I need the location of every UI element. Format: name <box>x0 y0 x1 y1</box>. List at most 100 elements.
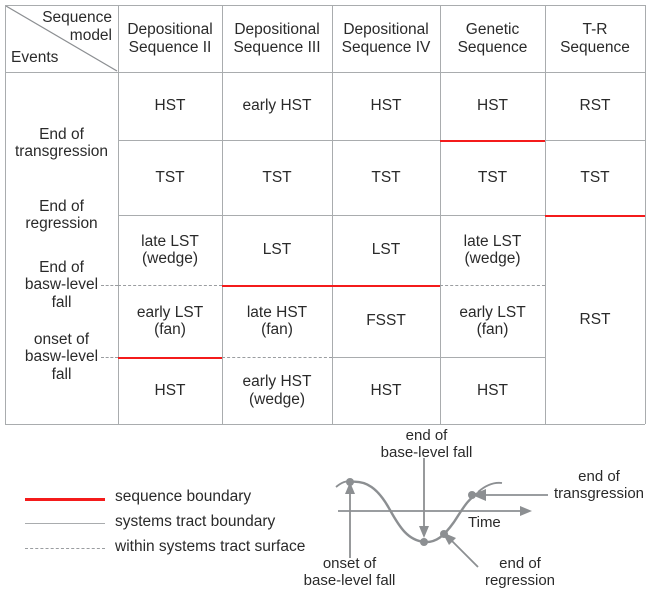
time-label-text: Time <box>468 514 501 531</box>
cell-line1: early HST <box>242 97 312 115</box>
legend-swatch-sequence-boundary <box>25 498 105 501</box>
column-divider-2 <box>222 5 223 424</box>
table-border-bottom <box>5 424 645 425</box>
boundary-end-of-regression-col4 <box>440 215 545 216</box>
col-head-line1: Depositional <box>343 20 429 38</box>
boundary-end-of-regression-col2 <box>222 215 332 216</box>
boundary-end-of-regression-col1 <box>118 215 222 216</box>
boundary-end-of-regression-col3 <box>332 215 440 216</box>
arrow-end-of-transgression <box>472 489 548 501</box>
cell-line2: (fan) <box>154 321 186 338</box>
cell-line2: (wedge) <box>464 250 521 267</box>
cell-line1: TST <box>262 168 292 186</box>
base-level-curve-diagram: Time end of base-level fall end of trans… <box>304 427 650 595</box>
time-axis <box>338 506 532 516</box>
table-cell: FSST <box>332 285 440 357</box>
table-cell: LST <box>332 215 440 285</box>
boundary-end-of-transgression-col3 <box>332 140 440 141</box>
table-cell: HST <box>332 72 440 140</box>
cell-line1: HST <box>477 381 508 399</box>
curve-right-tail <box>477 481 503 493</box>
table-cell: late LST(wedge) <box>118 215 222 285</box>
event-line1: onset of <box>33 330 90 348</box>
table-cell: HST <box>440 72 545 140</box>
corner-col-line1: Sequence <box>42 9 112 26</box>
corner-column-header-label: Sequence model <box>42 9 112 44</box>
column-divider-5 <box>545 5 546 424</box>
label-line2: base-level fall <box>303 572 396 590</box>
cell-line1: early LST <box>136 303 204 321</box>
base-level-curve-svg <box>335 458 548 568</box>
diagram-label-end-of-base-level-fall: end of base-level fall <box>364 427 489 461</box>
table-cell: HST <box>440 357 545 424</box>
table-border-left <box>5 5 6 424</box>
col-head-line2: Sequence III <box>233 38 321 56</box>
cell-line1: FSST <box>366 312 406 330</box>
boundary-end-of-base-level-fall-col4-within-surface <box>440 285 545 286</box>
table-cell: TST <box>545 140 645 215</box>
cell-line1: TST <box>580 168 610 186</box>
corner-diagonal-icon <box>5 5 118 72</box>
diagram-label-end-of-regression: end of regression <box>472 555 568 589</box>
event-line2: basw-level <box>24 276 99 294</box>
arrow-onset-of-base-level-fall <box>345 482 355 558</box>
column-divider-3 <box>332 5 333 424</box>
cell-line1: HST <box>370 97 402 115</box>
boundary-onset-of-base-level-fall-col4 <box>440 357 545 358</box>
event-line1: End of <box>39 125 84 143</box>
cell-line1: TST <box>371 168 401 186</box>
table-cell: late LST(wedge) <box>440 215 545 285</box>
cell-line2: (fan) <box>476 321 509 338</box>
table-cell: late HST(fan) <box>222 285 332 357</box>
col-head-line1: Depositional <box>234 20 320 38</box>
col-head-line2: Sequence IV <box>341 38 431 56</box>
legend-label-systems-tract-boundary: systems tract boundary <box>115 513 276 530</box>
col-head-line1: Depositional <box>127 20 213 38</box>
cell-line1: HST <box>154 381 186 399</box>
cell-line1: HST <box>154 97 186 115</box>
cell-line2: (fan) <box>261 321 293 338</box>
table-border-top <box>5 5 645 6</box>
table-cell: HST <box>118 72 222 140</box>
event-line1: End of <box>39 197 84 215</box>
cell-line1: TST <box>155 168 185 186</box>
cell-line1: HST <box>370 381 402 399</box>
boundary-onset-of-base-level-fall-col3 <box>332 357 440 358</box>
event-line1: End of <box>39 258 84 276</box>
col-head-line2: Sequence <box>457 38 528 56</box>
table-border-right <box>645 5 646 424</box>
label-line1: end of <box>499 555 541 572</box>
event-line3: fall <box>51 293 72 311</box>
col-head-line2: Sequence II <box>128 38 212 56</box>
diagram-label-end-of-transgression: end of transgression <box>548 468 650 502</box>
legend-item-within-systems-tract-surface: within systems tract surface <box>0 538 330 560</box>
boundary-end-of-base-level-fall-col3-sequence-boundary <box>332 285 440 287</box>
table-corner-cell: Sequence model Events <box>5 5 118 72</box>
label-line2: transgression <box>553 485 645 503</box>
legend-item-systems-tract-boundary: systems tract boundary <box>0 513 330 535</box>
boundary-onset-of-base-level-fall-col2-within-surface <box>222 357 332 358</box>
event-line3: fall <box>51 365 72 383</box>
cell-line1: late LST <box>141 232 199 250</box>
table-cell: TST <box>222 140 332 215</box>
boundary-end-of-transgression-col1 <box>118 140 222 141</box>
legend-label-sequence-boundary: sequence boundary <box>115 488 252 505</box>
cell-line1: RST <box>579 97 611 115</box>
label-line1: end of <box>578 468 620 485</box>
table-cell: early LST(fan) <box>440 285 545 357</box>
table-cell: LST <box>222 215 332 285</box>
boundary-end-of-base-level-fall-col2-sequence-boundary <box>222 285 332 287</box>
diagram-label-time: Time <box>468 514 501 531</box>
legend-swatch-within-systems-tract-surface <box>25 548 105 549</box>
table-cell: early HST(wedge) <box>222 357 332 424</box>
event-line2: regression <box>25 215 98 232</box>
